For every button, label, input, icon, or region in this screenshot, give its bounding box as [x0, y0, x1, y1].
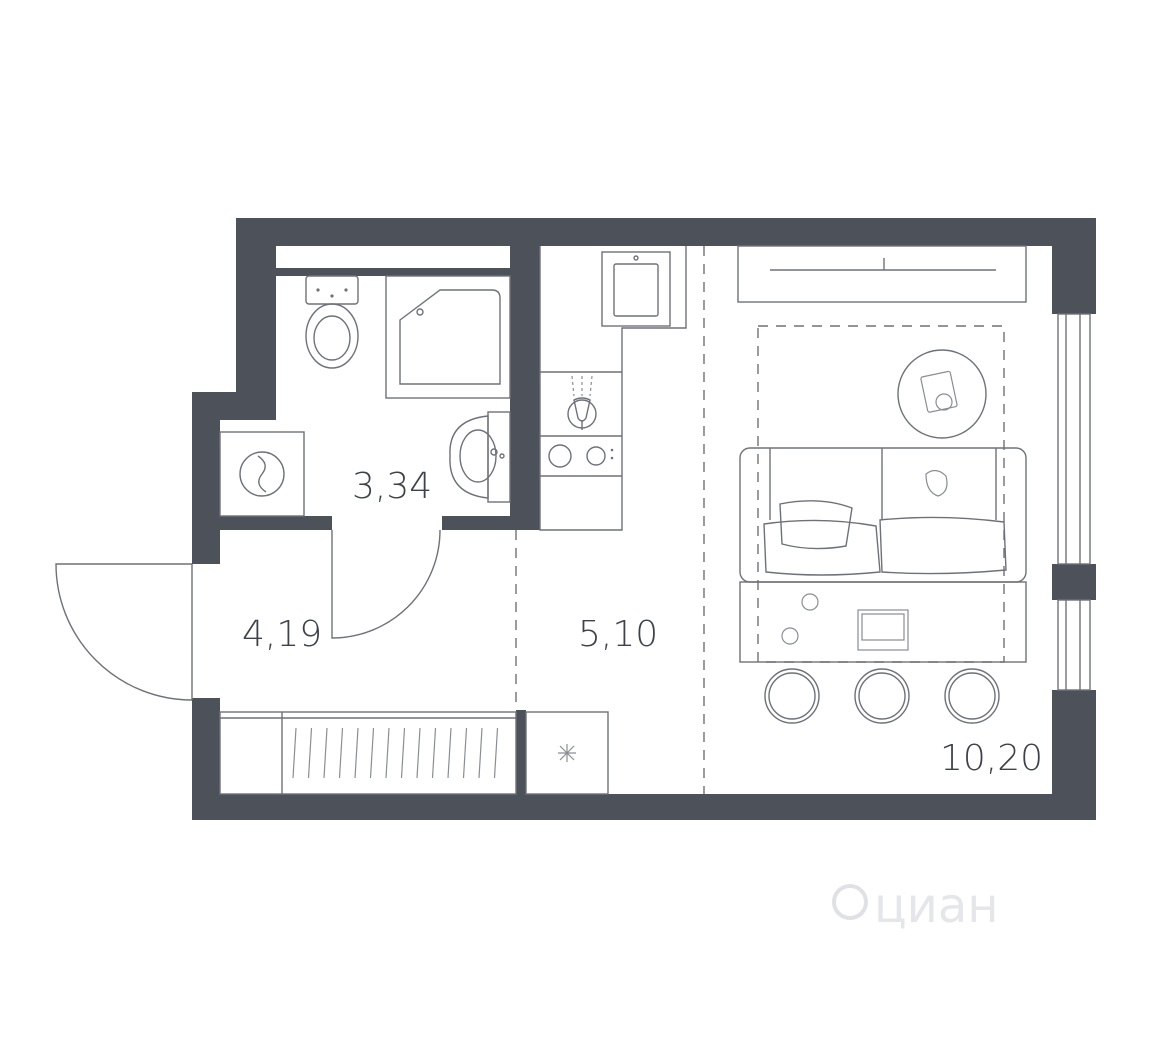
wardrobe-partition: [516, 710, 526, 794]
hanger-line: [493, 727, 499, 779]
hanger-line: [431, 727, 437, 779]
bath-bottom-left: [220, 516, 332, 530]
sofa: [739, 447, 1027, 583]
right-wall-bottom: [1052, 690, 1096, 820]
hanger-line: [385, 727, 390, 779]
left-middle-wall: [192, 420, 220, 564]
tv-unit: [737, 245, 1027, 303]
right-wall-top: [1052, 218, 1096, 314]
toilet: [305, 275, 359, 369]
left-upper-wall: [236, 246, 276, 392]
walls: [192, 218, 1096, 820]
watermark-text: циан: [874, 878, 999, 934]
fridge: [525, 711, 609, 795]
bathroom-top-inner: [262, 268, 540, 276]
bottom-wall: [192, 794, 1096, 820]
area-label-bathroom: 3,34: [352, 466, 432, 507]
hanger-line: [447, 727, 452, 779]
cooktop: [548, 444, 614, 468]
hanger-line: [478, 727, 483, 779]
hanger-line: [307, 727, 313, 779]
shower-tray: [385, 275, 511, 399]
bath-kitchen-wall: [510, 246, 540, 530]
hanger-line: [338, 727, 344, 779]
hanger-line: [416, 727, 421, 779]
stools: [764, 668, 1000, 724]
hanger-line: [400, 727, 406, 779]
hanger-line: [292, 727, 297, 779]
washbasin: [449, 411, 511, 503]
bathroom-door: [331, 529, 441, 639]
window-lower: [1057, 599, 1091, 691]
top-wall: [236, 218, 1096, 246]
hanger-line: [323, 727, 328, 779]
oven-icon: [567, 375, 597, 430]
area-label-hallway: 4,19: [242, 614, 322, 655]
hanger-line: [462, 727, 468, 779]
area-label-kitchen: 5,10: [578, 614, 658, 655]
wardrobe: [219, 711, 517, 795]
windows: [1057, 313, 1091, 691]
round-table: [897, 349, 987, 439]
wardrobe-hangers: [292, 727, 499, 779]
ottoman: [739, 581, 1027, 663]
watermark: циан: [832, 878, 999, 934]
left-jog-wall: [192, 392, 276, 420]
right-wall-pier: [1052, 564, 1096, 600]
kitchen-counter: [539, 246, 687, 531]
hanger-line: [354, 727, 359, 779]
watermark-logo-icon: [832, 884, 868, 920]
sink: [601, 251, 671, 327]
washing-machine: [219, 431, 305, 517]
entry-door: [55, 563, 193, 701]
area-label-living: 10,20: [940, 738, 1043, 779]
hanger-line: [369, 727, 375, 779]
window-upper: [1057, 313, 1091, 565]
